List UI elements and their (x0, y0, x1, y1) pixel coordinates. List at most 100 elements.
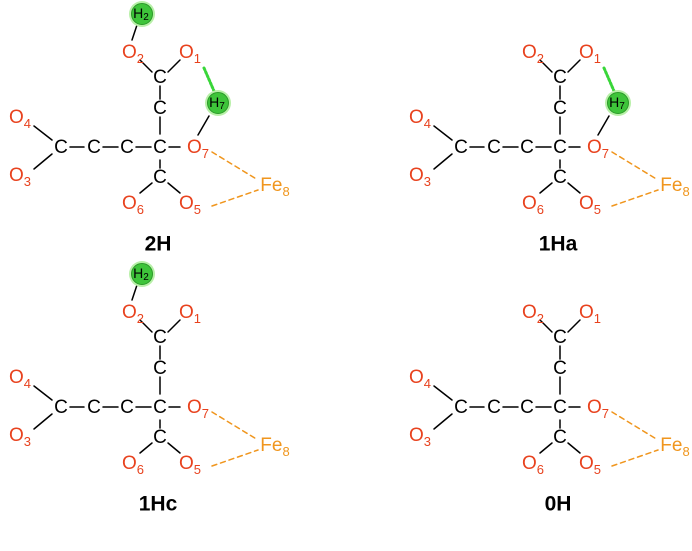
bond-o4-c (433, 385, 453, 401)
hydrogen-atom-h2-symbol: H (133, 265, 143, 281)
oxygen-atom-o4: O4 (9, 367, 31, 391)
oxygen-atom-o2-symbol: O (122, 302, 137, 323)
oxygen-atom-o6: O6 (522, 193, 544, 217)
carbon-atom: C (553, 167, 567, 188)
carbon-atom: C (153, 427, 167, 448)
carbon-atom-symbol: C (153, 98, 167, 119)
carbon-atom-symbol: C (54, 397, 68, 418)
bond-o2-h2 (131, 24, 138, 41)
carbon-atom-symbol: C (87, 397, 101, 418)
oxygen-atom-o6-subscript: 6 (537, 462, 544, 477)
oxygen-atom-o2-subscript: 2 (137, 51, 144, 66)
bond-ctop-o1 (167, 59, 181, 73)
oxygen-atom-o5-symbol: O (179, 453, 194, 474)
oxygen-atom-o2-subscript: 2 (137, 311, 144, 326)
oxygen-atom-o6-symbol: O (122, 193, 137, 214)
oxygen-atom-o1-symbol: O (179, 42, 194, 63)
coord-o7-fe (611, 151, 659, 181)
bond-cdown-o6 (139, 442, 153, 454)
oxygen-atom-o7-symbol: O (587, 137, 602, 158)
coord-o7-fe (211, 411, 259, 441)
carbon-atom-symbol: C (153, 67, 167, 88)
hydrogen-atom-h2-sphere (131, 263, 153, 285)
oxygen-atom-o1-subscript: 1 (594, 51, 601, 66)
panel-label: 2H (145, 233, 172, 256)
oxygen-atom-o3-symbol: O (409, 425, 424, 446)
iron-atom-fe8: Fe8 (260, 435, 289, 459)
oxygen-atom-o2: O2 (122, 42, 144, 66)
bond-o2-h2 (131, 284, 138, 301)
carbon-atom: C (153, 98, 167, 119)
oxygen-atom-o6: O6 (122, 193, 144, 217)
bond-ctop-o1 (167, 319, 181, 333)
oxygen-atom-o3: O3 (9, 425, 31, 449)
coord-o5-fe (611, 449, 659, 467)
bond-o4-c (433, 125, 453, 141)
carbon-atom: C (153, 137, 167, 158)
oxygen-atom-o7-subscript: 7 (202, 146, 209, 161)
carbon-atom-symbol: C (487, 137, 501, 158)
oxygen-atom-o3-subscript: 3 (24, 174, 31, 189)
carbon-atom: C (454, 137, 468, 158)
oxygen-atom-o7-subscript: 7 (602, 146, 609, 161)
bond-cdown-o5 (167, 182, 181, 194)
oxygen-atom-o5-symbol: O (579, 453, 594, 474)
oxygen-atom-o6-subscript: 6 (537, 202, 544, 217)
carbon-atom-symbol: C (120, 397, 134, 418)
carbon-atom: C (487, 397, 501, 418)
carbon-atom: C (553, 327, 567, 348)
bond-ctop-o2 (539, 319, 553, 333)
hydrogen-atom-h2-label: H2 (133, 5, 149, 23)
carbon-atom: C (487, 137, 501, 158)
carbon-atom-symbol: C (54, 137, 68, 158)
bond-o7-h7 (197, 115, 210, 136)
bond-cdown-o6 (539, 182, 553, 194)
oxygen-atom-o4-symbol: O (409, 107, 424, 128)
oxygen-atom-o5: O5 (179, 453, 201, 477)
oxygen-atom-o2: O2 (522, 302, 544, 326)
panel-label: 1Ha (539, 233, 578, 256)
bond-cdown-o5 (567, 442, 581, 454)
hydrogen-atom-h2-symbol: H (133, 5, 143, 21)
carbon-atom: C (553, 427, 567, 448)
iron-atom-fe8-symbol: Fe (660, 175, 682, 196)
coord-o5-fe (211, 189, 259, 207)
carbon-atom-symbol: C (553, 98, 567, 119)
oxygen-atom-o4-subscript: 4 (24, 376, 31, 391)
oxygen-atom-o4-subscript: 4 (424, 376, 431, 391)
oxygen-atom-o5-symbol: O (179, 193, 194, 214)
carbon-atom: C (153, 67, 167, 88)
hydrogen-bond-o1-h7 (602, 66, 616, 93)
coord-o7-fe (611, 411, 659, 441)
bond-o3-c (433, 153, 453, 170)
carbon-atom-symbol: C (153, 358, 167, 379)
carbon-atom-symbol: C (553, 358, 567, 379)
oxygen-atom-o2-symbol: O (122, 42, 137, 63)
oxygen-atom-o7: O7 (587, 397, 609, 421)
carbon-atom-symbol: C (454, 397, 468, 418)
oxygen-atom-o3: O3 (409, 165, 431, 189)
carbon-atom-symbol: C (553, 67, 567, 88)
iron-atom-fe8: Fe8 (260, 175, 289, 199)
oxygen-atom-o6-symbol: O (122, 453, 137, 474)
hydrogen-atom-h2-label: H2 (133, 265, 149, 283)
hydrogen-atom-h2-subscript: 2 (143, 272, 149, 283)
oxygen-atom-o4-symbol: O (9, 367, 24, 388)
bond-ctop-o2 (539, 59, 553, 73)
hydrogen-atom-h7-symbol: H (609, 94, 619, 110)
carbon-atom: C (454, 397, 468, 418)
carbon-atom-symbol: C (454, 137, 468, 158)
hydrogen-atom-h7-symbol: H (209, 94, 219, 110)
carbon-atom-symbol: C (87, 137, 101, 158)
panel-label: 0H (545, 493, 572, 516)
carbon-atom: C (54, 137, 68, 158)
carbon-atom-symbol: C (487, 397, 501, 418)
oxygen-atom-o2-subscript: 2 (537, 311, 544, 326)
oxygen-atom-o5-symbol: O (579, 193, 594, 214)
oxygen-atom-o7-subscript: 7 (602, 406, 609, 421)
carbon-atom-symbol: C (153, 397, 167, 418)
oxygen-atom-o7: O7 (587, 137, 609, 161)
